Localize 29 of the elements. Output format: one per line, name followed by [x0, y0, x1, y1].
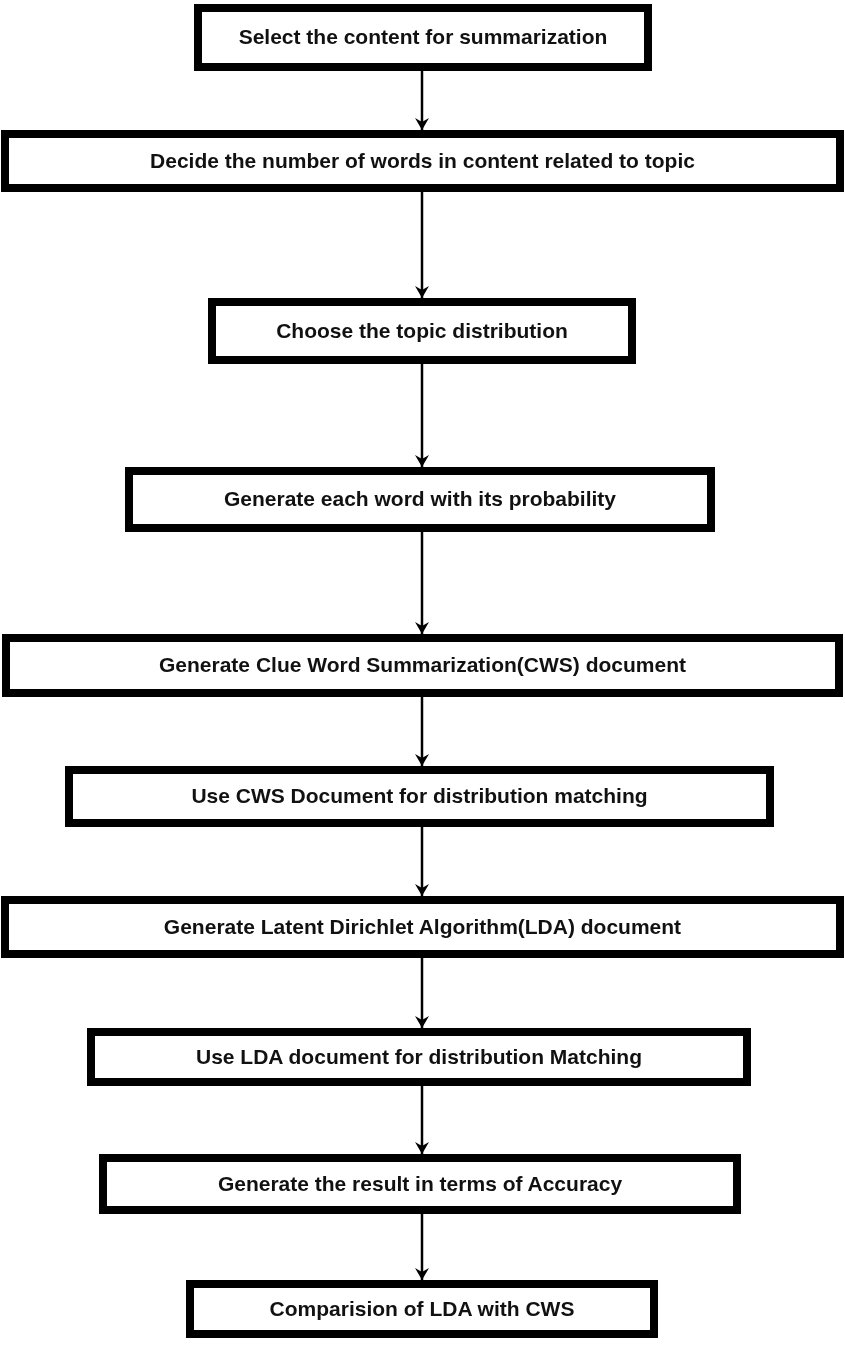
process-box	[2, 634, 843, 697]
process-box	[99, 1154, 741, 1214]
process-box	[186, 1280, 658, 1338]
arrow	[415, 1086, 429, 1154]
step-label: Decide the number of words in content related to topic	[149, 148, 696, 174]
step-label: Use CWS Document for distribution matching	[190, 784, 649, 809]
arrow	[415, 1214, 429, 1280]
arrow	[415, 697, 429, 766]
step-label: Comparision of LDA with CWS	[268, 1296, 576, 1322]
arrow	[415, 364, 429, 467]
process-box	[65, 766, 774, 827]
arrow	[415, 71, 429, 130]
step-label: Generate Clue Word Summarization(CWS) document	[158, 653, 687, 678]
process-box	[194, 4, 652, 71]
step-label: Generate each word with its probability	[222, 487, 618, 512]
arrow	[415, 958, 429, 1028]
step-label: Use LDA document for distribution Matching	[194, 1044, 643, 1070]
process-box	[1, 896, 844, 958]
step-label: Generate Latent Dirichlet Algorithm(LDA) document	[162, 914, 683, 940]
step-label: Select the content for summarization	[237, 25, 609, 50]
step-label: Generate the result in terms of Accuracy	[216, 1171, 624, 1197]
step-label: Choose the topic distribution	[275, 318, 569, 344]
process-box	[87, 1028, 751, 1086]
arrow	[415, 532, 429, 634]
arrow	[415, 827, 429, 896]
process-box	[125, 467, 715, 532]
process-box	[1, 130, 844, 192]
process-box	[208, 298, 636, 364]
arrow	[415, 192, 429, 298]
